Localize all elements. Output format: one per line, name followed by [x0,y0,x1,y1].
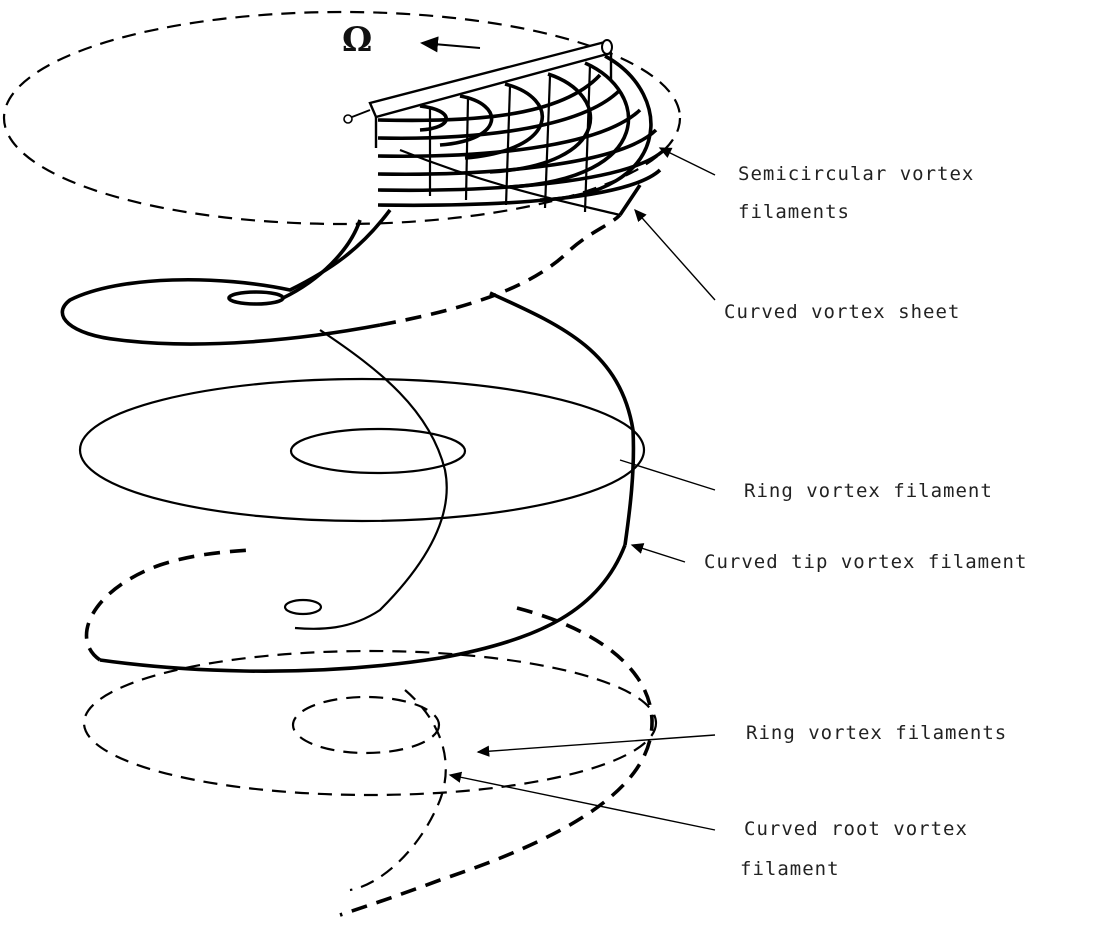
rotation-symbol: Ω [342,20,372,60]
ring-vortex-middle [80,379,644,521]
inner-ring-lower [285,600,321,614]
label-semicircular-line2: filaments [738,198,850,226]
label-curved-tip: Curved tip vortex filament [704,548,1027,576]
leader-lines [450,148,715,830]
label-ring-filament: Ring vortex filament [744,477,993,505]
label-root-line2: filament [740,855,840,883]
label-semicircular-line1: Semicircular vortex [738,160,974,188]
root-vortex [340,608,652,915]
ring-vortex-lower [84,651,656,795]
tip-vortex-upper [62,210,633,545]
inner-ring-upper [229,292,283,304]
label-root-line1: Curved root vortex [744,815,968,843]
label-ring-filaments: Ring vortex filaments [746,719,1007,747]
rotation-arrow [422,43,480,48]
label-curved-sheet: Curved vortex sheet [724,298,960,326]
